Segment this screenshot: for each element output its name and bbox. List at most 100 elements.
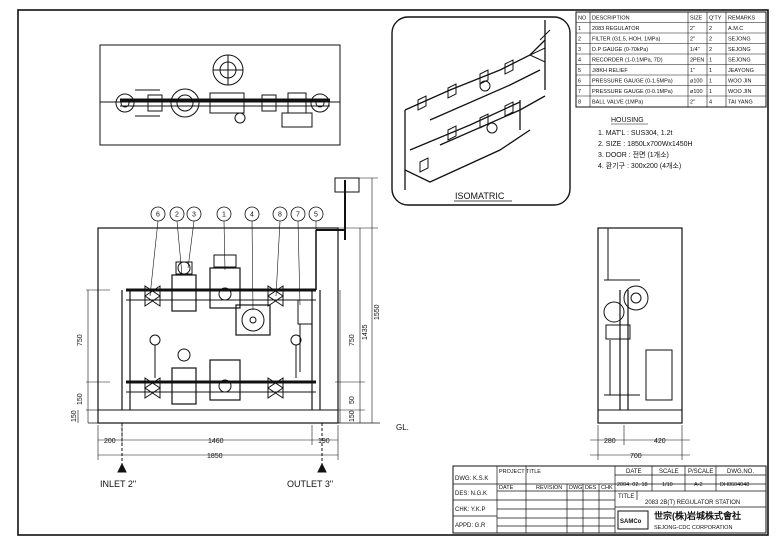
balloon-number: 5 [314, 212, 318, 219]
dim-left-150: 150 [77, 393, 84, 405]
balloon-leader [187, 220, 195, 269]
bom-cell: 1 [709, 89, 712, 95]
balloon-number: 3 [192, 212, 196, 219]
balloon-number: 8 [278, 212, 282, 219]
company-name-kr: 世宗(株)岩城株式會社 [654, 510, 741, 521]
bom-cell: PRESSURE GAUGE (0-1.5MPa) [592, 79, 673, 85]
bom-cell: 2 [709, 26, 712, 32]
bom-cell: FILTER (G1.5, HOH, 1MPa) [592, 37, 661, 43]
tb-rev-revision: REVISION [536, 485, 562, 491]
bom-cell: 2 [709, 47, 712, 53]
tb-dwgno-hdr: DWG.NO. [727, 469, 754, 475]
balloon-circle [272, 206, 288, 222]
dim-right-1550: 1550 [374, 304, 381, 320]
balloon-leader [297, 220, 301, 306]
bom-cell: 1 [709, 79, 712, 85]
tb-rev-dwg: DWG [569, 485, 582, 491]
dim-bottom-3: 190 [318, 438, 330, 445]
side-view [590, 227, 690, 460]
front-dim-text: 200 1460 190 1850 750 150 150 750 50 150… [71, 304, 409, 489]
bom-cell: 1" [690, 68, 695, 74]
bom-cell: ø100 [690, 79, 703, 85]
bom-cell: 5 [578, 68, 581, 74]
bom-cell: 2 [709, 37, 712, 43]
tb-scale-hdr: SCALE [659, 469, 679, 475]
balloon-leader [275, 220, 281, 297]
bom-cell: 3 [578, 47, 581, 53]
dim-right-750: 750 [349, 334, 356, 346]
bom-cell: 2083 REGULATOR [592, 26, 640, 32]
balloon-circle [308, 206, 324, 222]
tb-date-val: 2004. 02. 18 [617, 482, 648, 488]
bom-cell: WOO JIN [728, 79, 752, 85]
bom-cell: 4 [709, 100, 712, 106]
dim-right-150: 150 [349, 410, 356, 422]
tb-project-title: PROJECT TITLE [499, 469, 541, 475]
bom-cell: JEAYONG [728, 68, 754, 74]
dim-bottom-total: 1850 [207, 453, 223, 460]
bom-header: SIZE [690, 16, 703, 22]
tb-rev-chk: CHK [601, 485, 613, 491]
dim-side-280: 280 [604, 438, 616, 445]
dim-left-750: 750 [77, 334, 84, 346]
bom-header: Q'TY [709, 16, 722, 22]
outlet-label: OUTLET 3" [287, 479, 333, 489]
sheet-border [17, 9, 769, 536]
balloon-number: 4 [250, 212, 254, 219]
bom-cell: 2 [578, 37, 581, 43]
housing-line-2: 2. SIZE : 1850Lx700Wx1450H [598, 141, 693, 148]
balloon-leader [176, 220, 183, 276]
balloon-number: 6 [156, 212, 160, 219]
bom-cell: SEJONG [728, 58, 751, 64]
front-dimensions [77, 177, 378, 460]
bom-cell: 8 [578, 100, 581, 106]
dim-side-420: 420 [654, 438, 666, 445]
balloon-circle [216, 206, 232, 222]
isometric-label: ISOMATRIC [455, 191, 505, 201]
dim-side-700: 700 [630, 453, 642, 460]
title-block-text: DWG: K.S.K DES: N.G.K CHK: Y.K.P APPD: G… [455, 469, 754, 531]
company-logo: SAMCo [620, 519, 642, 525]
bom-cell: RECORDER (1-0.1MPa, 7D) [592, 58, 663, 64]
tb-pscale-val: A-2 [694, 482, 703, 488]
tb-title-val: 2083 2B(T) REGULATOR STATION [645, 500, 740, 506]
bom-cell: TAI YANG [728, 100, 753, 106]
plan-view [99, 44, 341, 146]
bom-cell: J/8KH RELIEF [592, 68, 628, 74]
housing-line-1: 1. MAT'L : SUS304, 1.2t [598, 130, 673, 137]
balloon-circle [290, 206, 306, 222]
bom-cell: 2" [690, 26, 695, 32]
balloon-circle [186, 206, 202, 222]
balloon-circle [150, 206, 166, 222]
side-dim-text: 280 420 700 [604, 438, 666, 460]
tb-dwg: DWG: K.S.K [455, 476, 488, 482]
balloon-circle [244, 206, 260, 222]
housing-notes: HOUSING 1. MAT'L : SUS304, 1.2t 2. SIZE … [598, 117, 693, 170]
dim-bottom-1: 200 [104, 438, 116, 445]
housing-line-3: 3. DOOR : 전면 (1개소) [598, 150, 669, 159]
inlet-label: INLET 2" [100, 479, 136, 489]
tb-dwgno-val: DH0604048 [720, 482, 749, 488]
dim-right-50: 50 [349, 396, 356, 404]
balloon-leader [251, 220, 254, 311]
balloon-number: 1 [222, 212, 226, 219]
housing-title: HOUSING [611, 117, 644, 124]
gl-label: GL. [396, 423, 409, 432]
tb-date-hdr: DATE [626, 469, 642, 475]
tb-chk: CHK: Y.K.P [455, 507, 485, 513]
bom-cell: 2" [690, 100, 695, 106]
bom-cell: WOO JIN [728, 89, 752, 95]
title-block [452, 465, 767, 534]
housing-line-4: 4. 환기구 : 300x200 (4개소) [598, 161, 681, 170]
tb-rev-des: DES [585, 485, 597, 491]
bom-cell: 6 [578, 79, 581, 85]
tb-scale-val: 1/10 [662, 482, 673, 488]
bom-cell: BALL VALVE (1MPa) [592, 100, 643, 106]
bom-cell: 7 [578, 89, 581, 95]
bom-cell: 1 [709, 68, 712, 74]
bom-header: REMARKS [728, 16, 756, 22]
tb-title-label: TITLE [618, 494, 634, 500]
dim-left-150b: 150 [71, 410, 78, 422]
